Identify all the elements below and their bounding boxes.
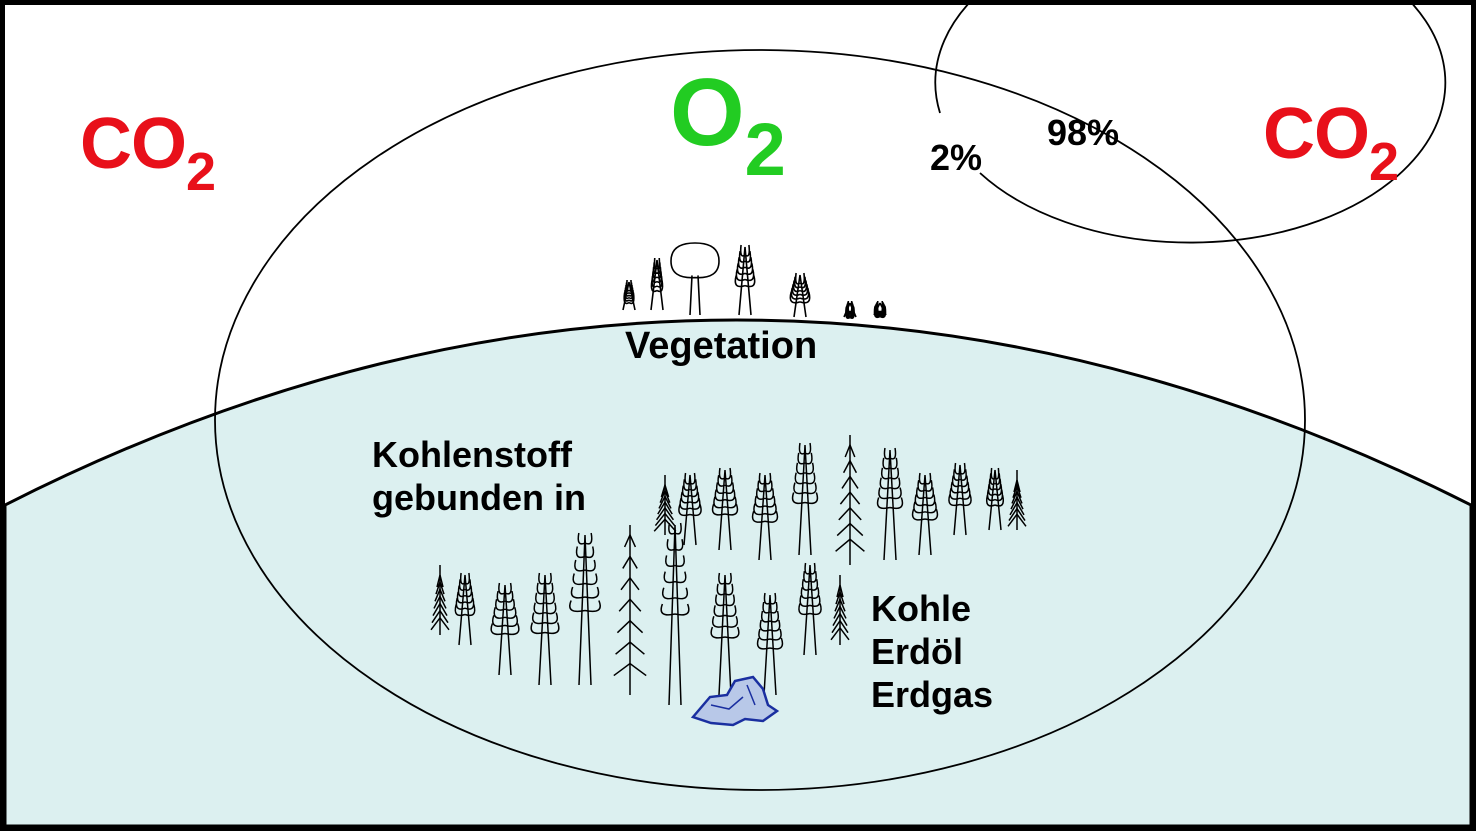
fuel-item: Erdöl [871,631,964,673]
tree-trunk [578,534,592,686]
deciduous-branches [873,300,887,319]
deciduous-branches [791,442,819,505]
diagram-artwork [5,5,1471,826]
deciduous-branches [948,462,972,507]
coal-deposit-rock [690,675,780,727]
tree-trunk [883,449,897,561]
deciduous-branches [798,562,822,616]
conifer-branches [653,482,677,532]
tree-trunk [458,574,472,646]
percentage-small: 2% [930,137,983,178]
tree-trunk [763,594,777,696]
deciduous-branches [660,522,690,616]
percentage-large: 98% [1047,112,1120,153]
deciduous-branches [911,472,939,521]
tree-trunk [718,574,732,696]
tree-trunk [793,274,807,318]
deciduous-branches [678,472,702,517]
large-ellipse-carbon [214,49,1306,791]
deciduous-branches [454,572,476,617]
deciduous-branches [789,272,811,304]
co2-label-left: CO2 [80,104,216,202]
fossil-fuel-list: Kohle Erdöl Erdgas [871,587,993,717]
deciduous-branches [756,592,784,650]
deciduous-branches [530,572,560,635]
conifer-branches [613,533,647,677]
carbon-bound-line-1: Kohlenstoff [372,434,572,475]
tree-trunk [918,474,932,556]
fossil-forest-sketch [430,435,1027,706]
deciduous-branches [876,447,904,510]
earth-surface [5,318,1471,826]
tree-trunk [718,469,732,551]
tree-crown [670,242,720,279]
conifer-branches [830,584,850,641]
conifer-branches [430,574,450,631]
fuel-item: Erdgas [871,674,994,716]
carbon-bound-line-2: gebunden in [372,477,586,519]
fuel-item: Kohle [871,588,972,629]
o2-label: O2 [670,59,786,191]
tree-trunk [538,574,552,686]
deciduous-branches [985,467,1005,507]
deciduous-branches [650,257,664,293]
deciduous-branches [734,244,756,288]
tree-trunk [689,275,701,316]
deciduous-branches [711,467,739,516]
surface-vegetation-sketch [622,242,887,319]
conifer-branches [1007,479,1027,527]
conifer-branches [835,442,865,552]
deciduous-branches [623,279,635,305]
deciduous-branches [490,582,520,636]
co2-label-right: CO2 [1263,94,1399,192]
deciduous-branches [845,300,855,319]
vegetation-label: Vegetation [625,325,818,367]
deciduous-branches [751,472,779,523]
tree-trunk [953,464,967,536]
tree-trunk [683,474,697,546]
deciduous-branches [710,572,740,639]
tree-trunk [650,259,664,311]
deciduous-branches [569,532,601,613]
carbon-bound-label: Kohlenstoff gebunden in [372,433,586,519]
small-ellipse-oxygen [934,5,1447,244]
tree-trunk [798,444,812,556]
